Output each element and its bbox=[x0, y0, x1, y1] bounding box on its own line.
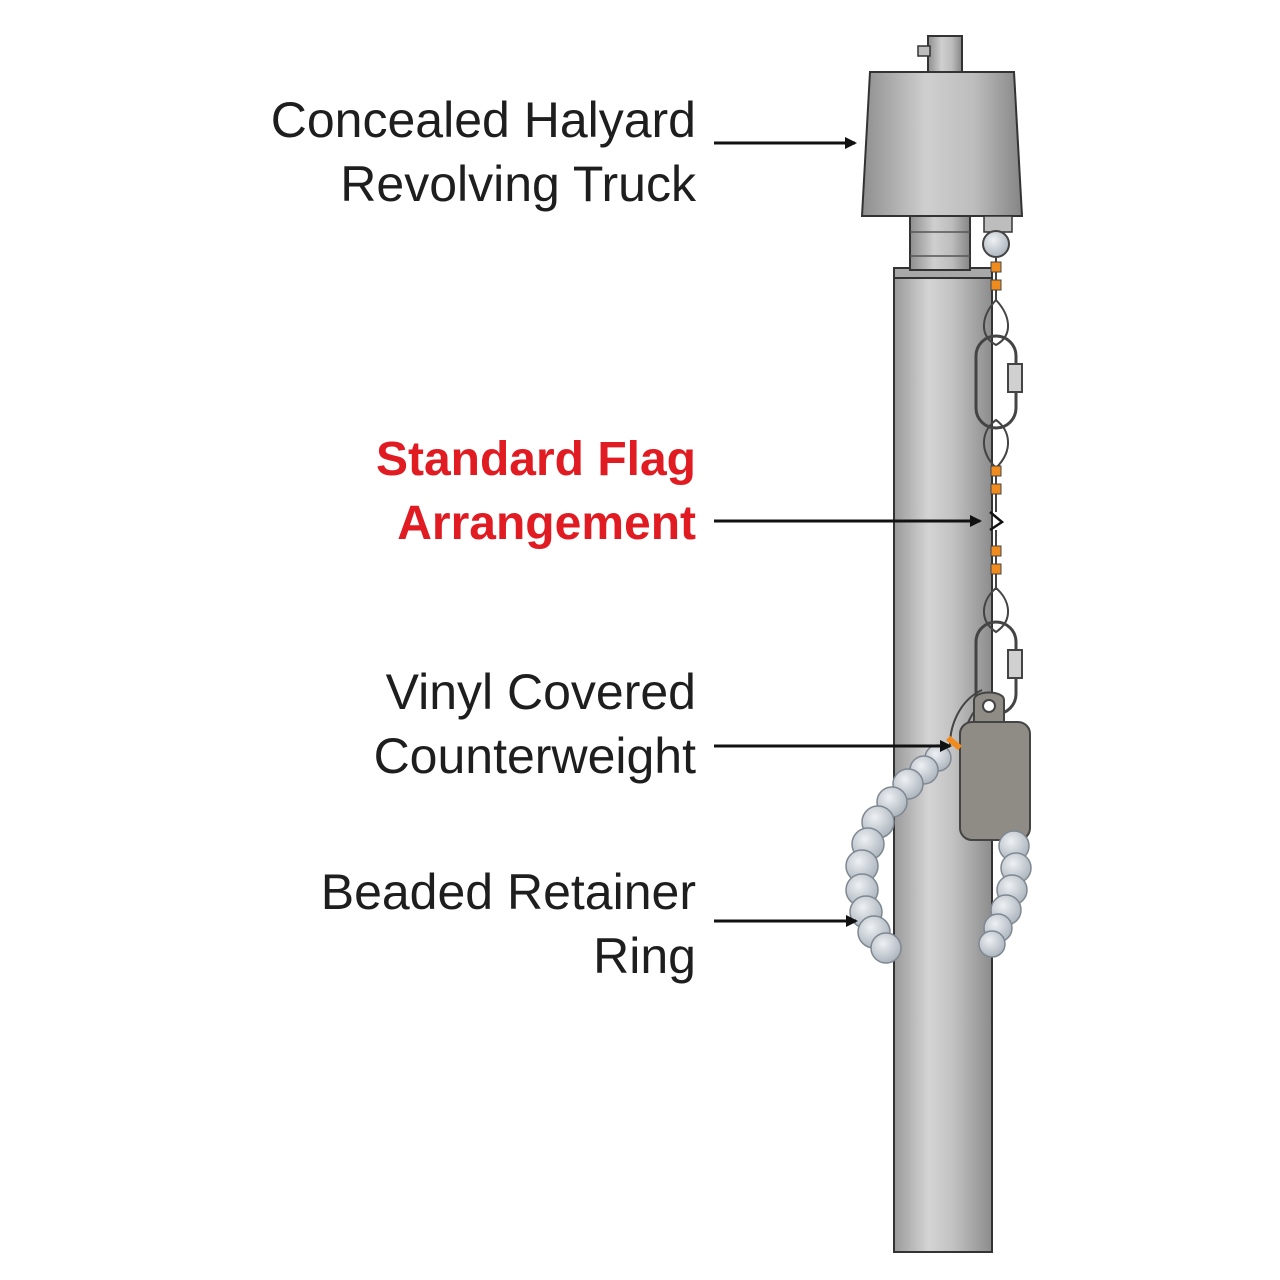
callout-line: Beaded Retainer bbox=[320, 864, 696, 920]
callout-counterweight: Vinyl Covered Counterweight bbox=[374, 660, 696, 788]
callout-flag-arrangement: Standard Flag Arrangement bbox=[376, 428, 696, 556]
callout-arrows bbox=[714, 137, 982, 927]
callout-line: Concealed Halyard bbox=[270, 92, 696, 148]
callout-line: Ring bbox=[593, 928, 696, 984]
callout-revolving-truck: Concealed Halyard Revolving Truck bbox=[271, 88, 696, 216]
callout-line: Revolving Truck bbox=[340, 156, 696, 212]
callout-line: Arrangement bbox=[397, 497, 696, 550]
callout-line: Standard Flag bbox=[375, 433, 696, 486]
callout-line: Vinyl Covered bbox=[385, 664, 696, 720]
retainer-ring bbox=[845, 744, 1032, 964]
revolving-truck bbox=[860, 35, 1024, 271]
callout-line: Counterweight bbox=[373, 728, 696, 784]
callout-retainer-ring: Beaded Retainer Ring bbox=[321, 860, 696, 988]
counterweight bbox=[946, 691, 1031, 841]
